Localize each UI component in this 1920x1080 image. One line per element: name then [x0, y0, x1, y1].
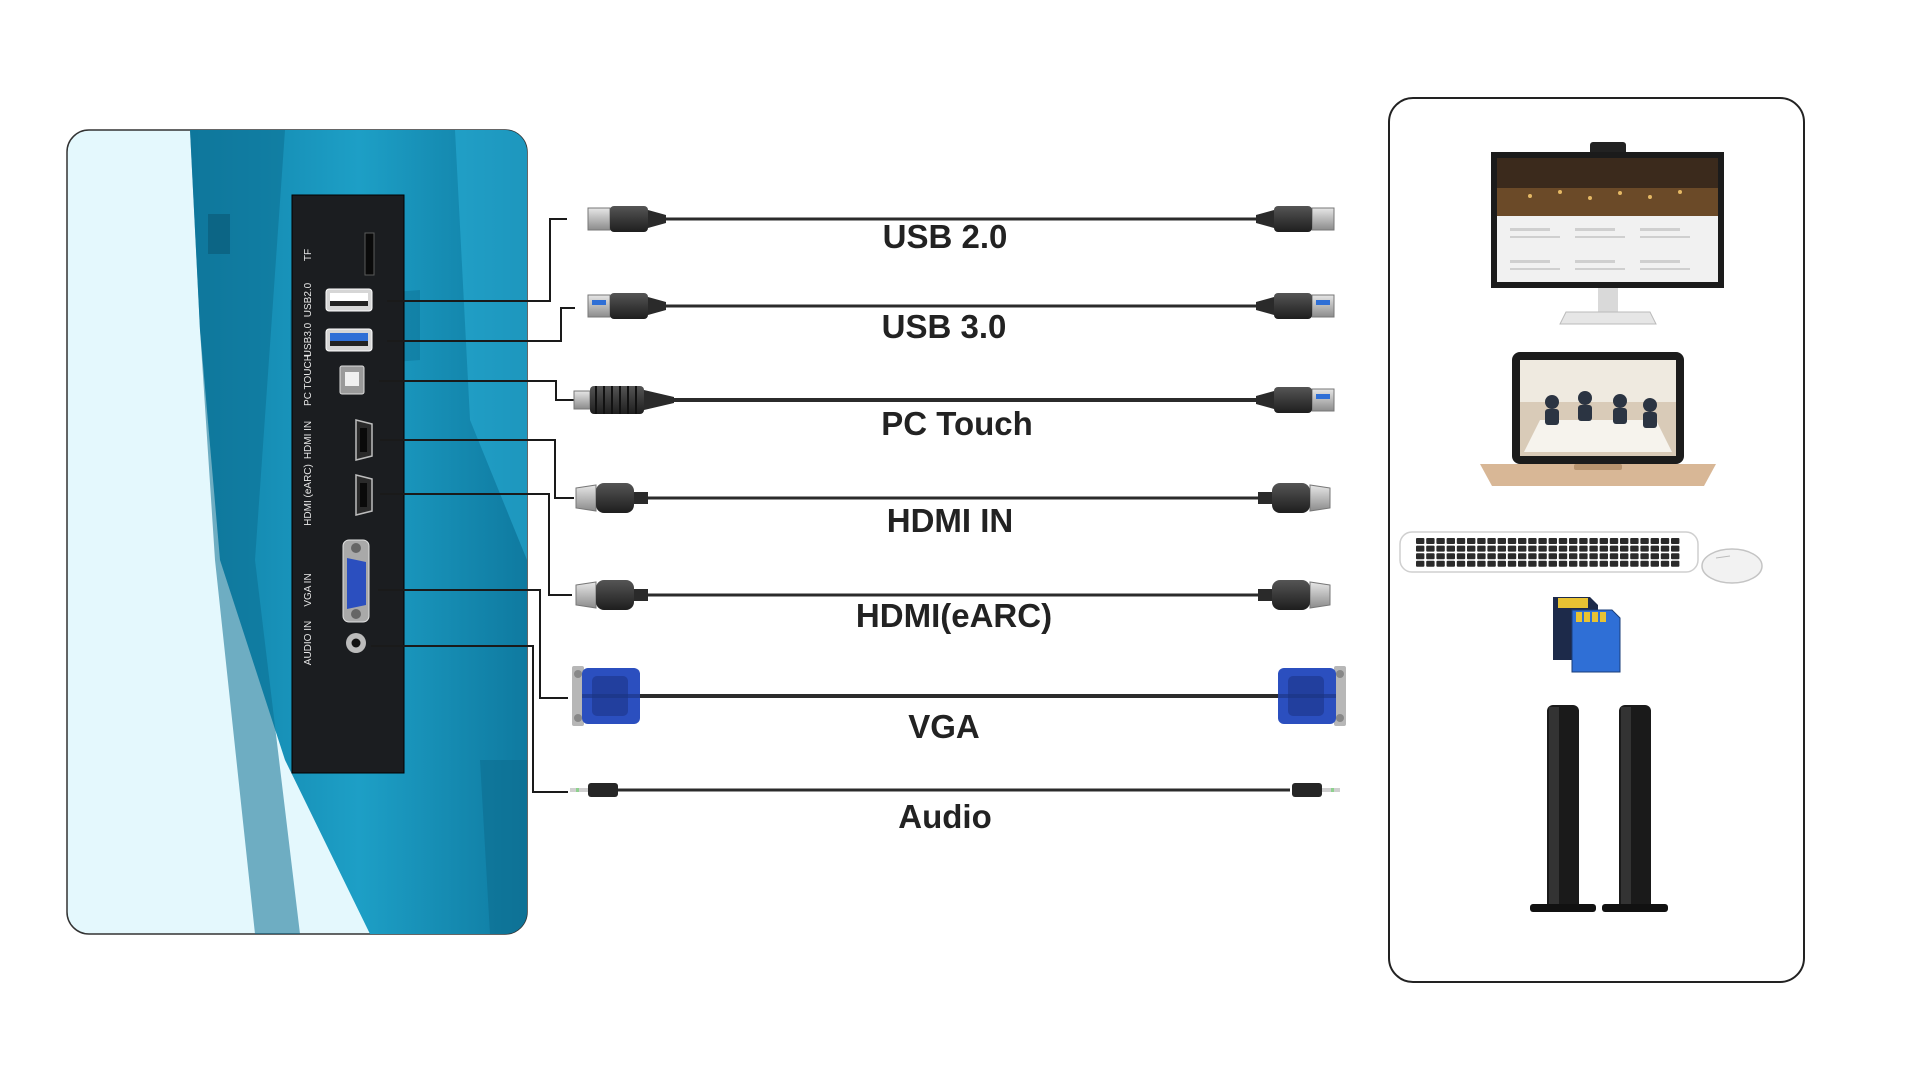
left-plug — [572, 666, 640, 726]
port-label: HDMI (eARC) — [303, 464, 314, 526]
cable-label: Audio — [898, 798, 991, 835]
cable-hdmiin: HDMI IN — [575, 483, 1331, 539]
left-plug — [587, 293, 666, 319]
left-plug — [573, 386, 674, 414]
right-plug — [1256, 387, 1335, 413]
port-pctouch: PC TOUCH — [303, 354, 365, 406]
right-plug — [1256, 293, 1335, 319]
keyboard-and-mouse-icon — [1399, 531, 1763, 584]
right-plug — [1256, 206, 1335, 232]
cable-audio: Audio — [570, 783, 1340, 835]
port-label: USB2.0 — [303, 282, 314, 317]
monitor-with-webcam-icon — [1491, 142, 1724, 325]
connector-leader-lines — [371, 218, 575, 793]
port-hdmiearc: HDMI (eARC) — [303, 464, 373, 526]
cable-label: HDMI IN — [887, 502, 1014, 539]
right-plug — [1278, 666, 1346, 726]
port-label: TF — [303, 249, 314, 261]
cable-label: USB 2.0 — [883, 218, 1008, 255]
left-plug — [570, 783, 618, 797]
left-plug — [575, 580, 648, 610]
port-vgain: VGA IN — [303, 539, 370, 623]
port-hdmiin: HDMI IN — [303, 419, 373, 461]
port-usb20: USB2.0 — [303, 282, 373, 317]
cable-label: PC Touch — [881, 405, 1033, 442]
cable-usb20: USB 2.0 — [587, 206, 1335, 255]
right-plug — [1258, 580, 1331, 610]
port-usb30: USB3.0 — [303, 322, 373, 357]
cable-hdmiearc: HDMI(eARC) — [575, 580, 1331, 634]
right-plug — [1292, 783, 1340, 797]
cable-label: HDMI(eARC) — [856, 597, 1052, 634]
cable-label: VGA — [908, 708, 980, 745]
sd-card-icon — [1553, 597, 1621, 673]
port-label: AUDIO IN — [303, 621, 314, 665]
devices-panel — [1388, 97, 1805, 983]
cable-vga: VGA — [572, 666, 1346, 745]
port-label: PC TOUCH — [303, 354, 314, 406]
left-plug — [575, 483, 648, 513]
laptop-icon — [1480, 352, 1716, 486]
right-plug — [1258, 483, 1331, 513]
soundbar-speakers-icon — [1530, 705, 1668, 912]
port-audioin: AUDIO IN — [303, 621, 366, 665]
port-label: USB3.0 — [303, 322, 314, 357]
port-label: HDMI IN — [303, 421, 314, 459]
port-label: VGA IN — [303, 573, 314, 606]
port-tf: TF — [303, 232, 375, 276]
cable-pctouch: PC Touch — [573, 386, 1335, 442]
left-plug — [587, 206, 666, 232]
cable-label: USB 3.0 — [882, 308, 1007, 345]
cable-usb30: USB 3.0 — [587, 293, 1335, 345]
